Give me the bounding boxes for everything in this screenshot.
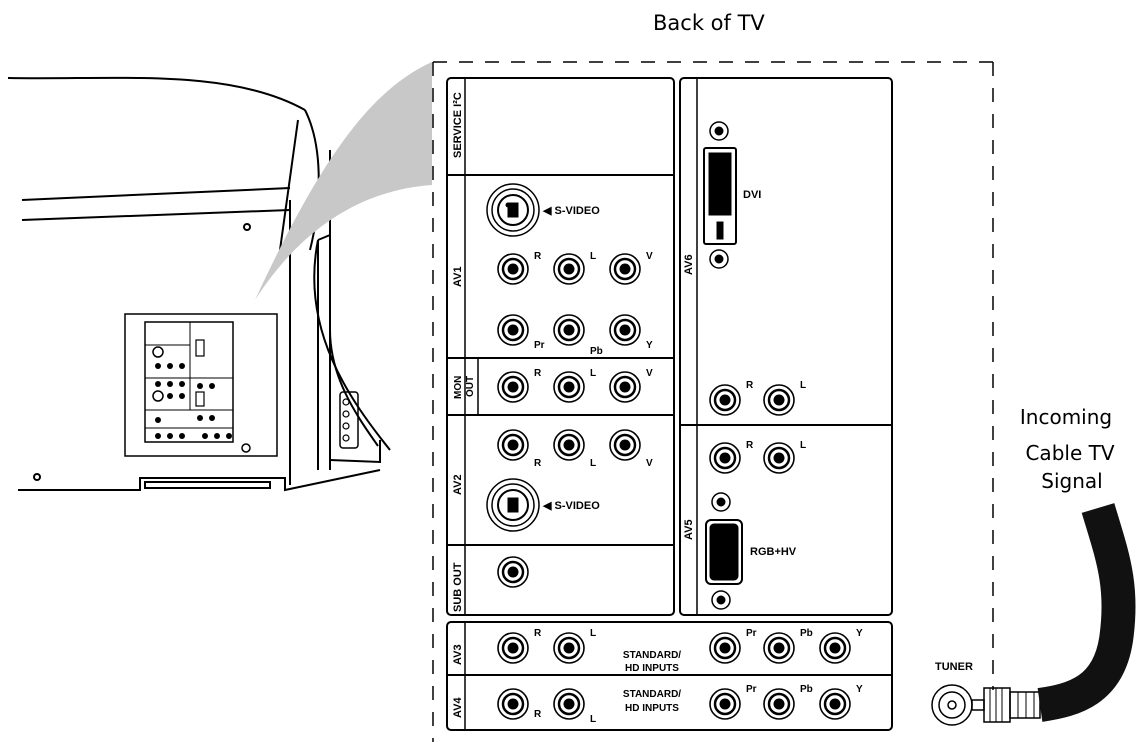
rca-jack: [763, 384, 795, 416]
callout: Incoming Cable TV Signal: [1020, 405, 1115, 493]
label-dvi: DVI: [743, 189, 761, 201]
label-av4-pb: Pb: [800, 684, 813, 695]
rca-jack: [609, 371, 641, 403]
thumbnail-jacks: [155, 363, 232, 439]
label-av5: AV5: [683, 519, 695, 540]
dvi-connector: [703, 121, 737, 269]
label-av3: AV3: [452, 644, 464, 665]
rca-jack: [497, 688, 529, 720]
rca-jack: [553, 429, 585, 461]
label-av4-r: R: [534, 709, 542, 720]
zoom-highlight: [255, 62, 432, 300]
label-av6-l: L: [800, 380, 806, 391]
label-svideo-av1: ◀ S-VIDEO: [542, 205, 600, 217]
rca-jack: [609, 253, 641, 285]
diagram-title: Back of TV: [653, 11, 765, 35]
label-av1-pb: Pb: [590, 346, 603, 357]
label-av4-pr: Pr: [746, 684, 757, 695]
label-av3-y: Y: [856, 628, 863, 639]
cable: [1037, 503, 1136, 722]
rca-jack: [497, 253, 529, 285]
panel-frames: [446, 77, 893, 731]
label-av3-hd: HD INPUTS: [625, 663, 679, 674]
label-av1-y: Y: [646, 340, 653, 351]
rca-jack: [763, 632, 795, 664]
svideo-connector-av1: [486, 183, 540, 237]
rca-jack: [553, 632, 585, 664]
label-out: OUT: [465, 376, 476, 397]
label-av5-r: R: [746, 440, 754, 451]
rca-jack: [497, 632, 529, 664]
panel-thumbnail: [124, 313, 278, 457]
label-service-i2c: SERVICE I²C: [452, 92, 464, 158]
label-rgbhv: RGB+HV: [750, 546, 797, 558]
rgbhv-connector: [705, 492, 743, 610]
callout-line-2: Cable TV: [1025, 441, 1114, 465]
rca-jack: [709, 442, 741, 474]
rca-jack: [709, 384, 741, 416]
label-svideo-av2: ◀ S-VIDEO: [542, 500, 600, 512]
label-av4: AV4: [452, 697, 464, 718]
label-av1-r: R: [534, 251, 542, 262]
label-av2-r: R: [534, 458, 542, 469]
label-sub-out: SUB OUT: [452, 562, 464, 612]
label-av3-pb: Pb: [800, 628, 813, 639]
rca-jack: [819, 688, 851, 720]
label-av2: AV2: [452, 474, 464, 495]
label-av5-l: L: [800, 440, 806, 451]
label-av6: AV6: [683, 254, 695, 275]
tuner-connector: [931, 684, 1041, 726]
rca-jack: [763, 688, 795, 720]
rca-jack: [497, 556, 529, 588]
label-av3-std: STANDARD/: [623, 650, 681, 661]
label-av3-r: R: [534, 628, 542, 639]
callout-line-3: Signal: [1041, 469, 1102, 493]
label-mon-v: V: [646, 368, 653, 379]
callout-line-1: Incoming: [1020, 405, 1112, 429]
rca-jack: [497, 371, 529, 403]
rca-jack: [763, 442, 795, 474]
rca-jacks: [497, 253, 851, 720]
label-av3-pr: Pr: [746, 628, 757, 639]
label-tuner: TUNER: [935, 661, 973, 673]
rca-jack: [709, 688, 741, 720]
rca-jack: [709, 632, 741, 664]
rca-jack: [497, 314, 529, 346]
label-av1: AV1: [452, 266, 464, 287]
rca-jack: [819, 632, 851, 664]
label-mon-l: L: [590, 368, 596, 379]
rca-jack: [553, 253, 585, 285]
label-av1-v: V: [646, 251, 653, 262]
label-mon-r: R: [534, 368, 542, 379]
jack-labels: R L V Pr Pb Y R L V R L V R L R L R L Pr…: [534, 251, 863, 725]
rca-jack: [497, 429, 529, 461]
label-av1-pr: Pr: [534, 340, 545, 351]
svideo-connector-av2: [486, 478, 540, 532]
label-av1-l: L: [590, 251, 596, 262]
label-av2-l: L: [590, 458, 596, 469]
rca-jack: [609, 314, 641, 346]
rca-jack: [609, 429, 641, 461]
rca-jack: [553, 371, 585, 403]
rca-jack: [553, 314, 585, 346]
label-av3-l: L: [590, 628, 596, 639]
label-mon: MON: [453, 376, 464, 399]
label-av4-hd: HD INPUTS: [625, 703, 679, 714]
label-av6-r: R: [746, 380, 754, 391]
label-av4-y: Y: [856, 684, 863, 695]
back-of-tv-outline: [432, 61, 995, 742]
label-av2-v: V: [646, 458, 653, 469]
label-av4-std: STANDARD/: [623, 689, 681, 700]
label-av4-l: L: [590, 714, 596, 725]
rca-jack: [553, 688, 585, 720]
